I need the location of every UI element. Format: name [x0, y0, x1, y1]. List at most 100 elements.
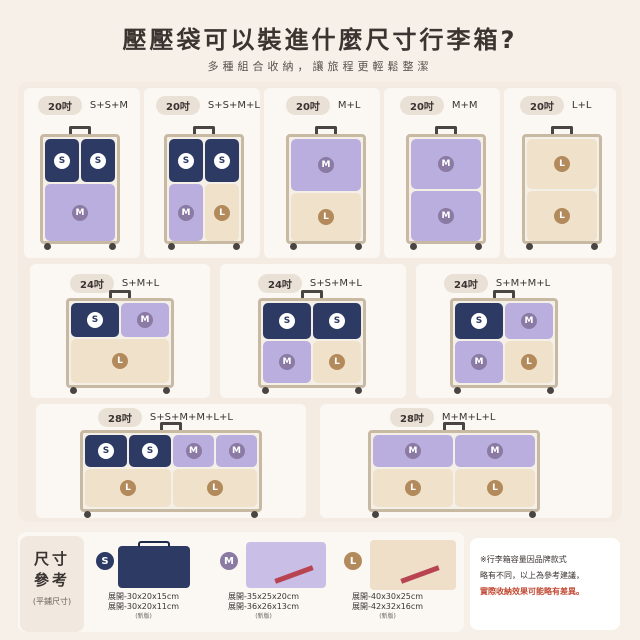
- suitcase: S M L: [66, 290, 174, 394]
- suitcase-handle: [315, 126, 337, 136]
- combo-card-20-3: 20吋 M+L M L: [264, 88, 380, 258]
- badge-s: S: [90, 152, 106, 169]
- badge-m: M: [438, 208, 454, 224]
- cube-l: L: [71, 339, 169, 383]
- combo-card-28-2: 28吋 M+M+L+L M M L L: [320, 404, 612, 518]
- page-title: 壓壓袋可以裝進什麼尺寸行李箱?: [122, 26, 518, 54]
- spec-l-note: (新版): [379, 613, 396, 620]
- wheel: [372, 511, 379, 518]
- spec-m-closed: 展開-36x26x13cm: [228, 602, 300, 611]
- cube-s: S: [205, 139, 239, 182]
- combo-card-20-1: 20吋 S+S+M S S M: [24, 88, 140, 258]
- suitcase: S S M L: [164, 126, 244, 250]
- suitcase: S S M M L L: [80, 422, 262, 518]
- size-m-badge: M: [220, 552, 238, 570]
- size-tag: 24吋: [258, 274, 302, 293]
- size-tag: 20吋: [520, 96, 564, 115]
- combo-label: S+S+M+M+L+L: [149, 412, 233, 423]
- note-line1: ※行李箱容量因品牌款式: [480, 555, 567, 564]
- cube-s: S: [169, 139, 203, 182]
- suitcase-body: S M L: [66, 298, 174, 388]
- badge-s: S: [87, 312, 103, 328]
- suitcase-handle: [160, 422, 182, 432]
- spec-m-open: 展開-35x25x20cm: [228, 592, 300, 601]
- badge-l: L: [112, 353, 128, 369]
- combo-label: S+S+M+L: [309, 278, 362, 289]
- combo-label: S+S+M: [89, 100, 129, 111]
- cube-m: M: [455, 341, 503, 383]
- badge-l: L: [214, 204, 230, 221]
- badge-s: S: [54, 152, 70, 169]
- suitcase-handle: [69, 126, 91, 136]
- spec-l: 展開-40x30x25cm 展開-42x32x16cm (新版): [352, 592, 423, 622]
- combo-card-20-5: 20吋 L+L L L: [504, 88, 616, 258]
- suitcase: S S M L: [258, 290, 366, 394]
- badge-l: L: [487, 480, 503, 496]
- cube-s: S: [313, 303, 361, 339]
- combo-label: M+L: [337, 100, 361, 111]
- badge-m: M: [471, 354, 487, 370]
- size-tag: 24吋: [70, 274, 114, 293]
- size-tag: 28吋: [390, 408, 434, 427]
- wheel: [262, 387, 269, 394]
- cube-m: M: [455, 435, 535, 467]
- badge-s: S: [471, 313, 487, 329]
- suitcase-body: S S M L: [164, 134, 244, 244]
- cube-m: M: [169, 184, 203, 241]
- badge-m: M: [137, 312, 153, 328]
- wheel: [251, 511, 258, 518]
- cube-l: L: [505, 341, 553, 383]
- size-s-badge: S: [96, 552, 114, 570]
- combo-card-28-1: 28吋 S+S+M+M+L+L S S M M L L: [36, 404, 306, 518]
- combo-label: S+S+M+L: [207, 100, 260, 111]
- size-tag: 24吋: [444, 274, 488, 293]
- badge-l: L: [120, 480, 136, 496]
- size-ref-line3: (平鋪尺寸): [32, 597, 72, 606]
- spec-s: 展開-30x20x15cm 展開-30x20x11cm (新版): [108, 592, 179, 622]
- wheel: [233, 243, 240, 250]
- cube-l: L: [527, 191, 597, 241]
- spec-m-note: (新版): [255, 613, 272, 620]
- badge-l: L: [554, 208, 570, 224]
- cube-m: M: [121, 303, 169, 337]
- size-ref-line1: 尺寸: [33, 550, 70, 568]
- wheel: [355, 243, 362, 250]
- badge-m: M: [228, 443, 245, 459]
- wheel: [410, 243, 417, 250]
- wheel: [290, 243, 297, 250]
- suitcase: M M L L: [368, 422, 540, 518]
- wheel: [526, 243, 533, 250]
- size-tag: 20吋: [286, 96, 330, 115]
- combo-card-20-2: 20吋 S+S+M+L S S M L: [144, 88, 260, 258]
- cube-l: L: [173, 469, 257, 507]
- badge-m: M: [279, 354, 295, 370]
- badge-s: S: [329, 313, 345, 329]
- size-tag: 20吋: [400, 96, 444, 115]
- cube-l: L: [313, 341, 361, 383]
- combo-label: L+L: [571, 100, 592, 111]
- suitcase-handle: [435, 126, 457, 136]
- badge-l: L: [329, 354, 345, 370]
- wheel: [109, 243, 116, 250]
- combo-card-24-1: 24吋 S+M+L S M L: [30, 264, 210, 398]
- badge-l: L: [405, 480, 421, 496]
- disclaimer-note: ※行李箱容量因品牌款式 略有不同，以上為參考建議， 實際收納效果可能略有差異。: [470, 538, 620, 630]
- cube-l: L: [85, 469, 171, 507]
- wheel: [591, 243, 598, 250]
- cube-s: S: [71, 303, 119, 337]
- badge-m: M: [72, 204, 88, 221]
- wheel: [163, 387, 170, 394]
- badge-s: S: [279, 313, 295, 329]
- badge-m: M: [318, 157, 334, 173]
- spec-m: 展開-35x25x20cm 展開-36x26x13cm (新版): [228, 592, 299, 622]
- cube-m: M: [373, 435, 453, 467]
- badge-s: S: [214, 152, 230, 169]
- suitcase-body: S S M L: [258, 298, 366, 388]
- badge-m: M: [438, 156, 454, 172]
- suitcase-handle: [551, 126, 573, 136]
- cube-l: L: [373, 469, 453, 507]
- wheel: [84, 511, 91, 518]
- cube-l: L: [205, 184, 239, 241]
- size-tag: 20吋: [38, 96, 82, 115]
- suitcase: M M: [406, 126, 486, 250]
